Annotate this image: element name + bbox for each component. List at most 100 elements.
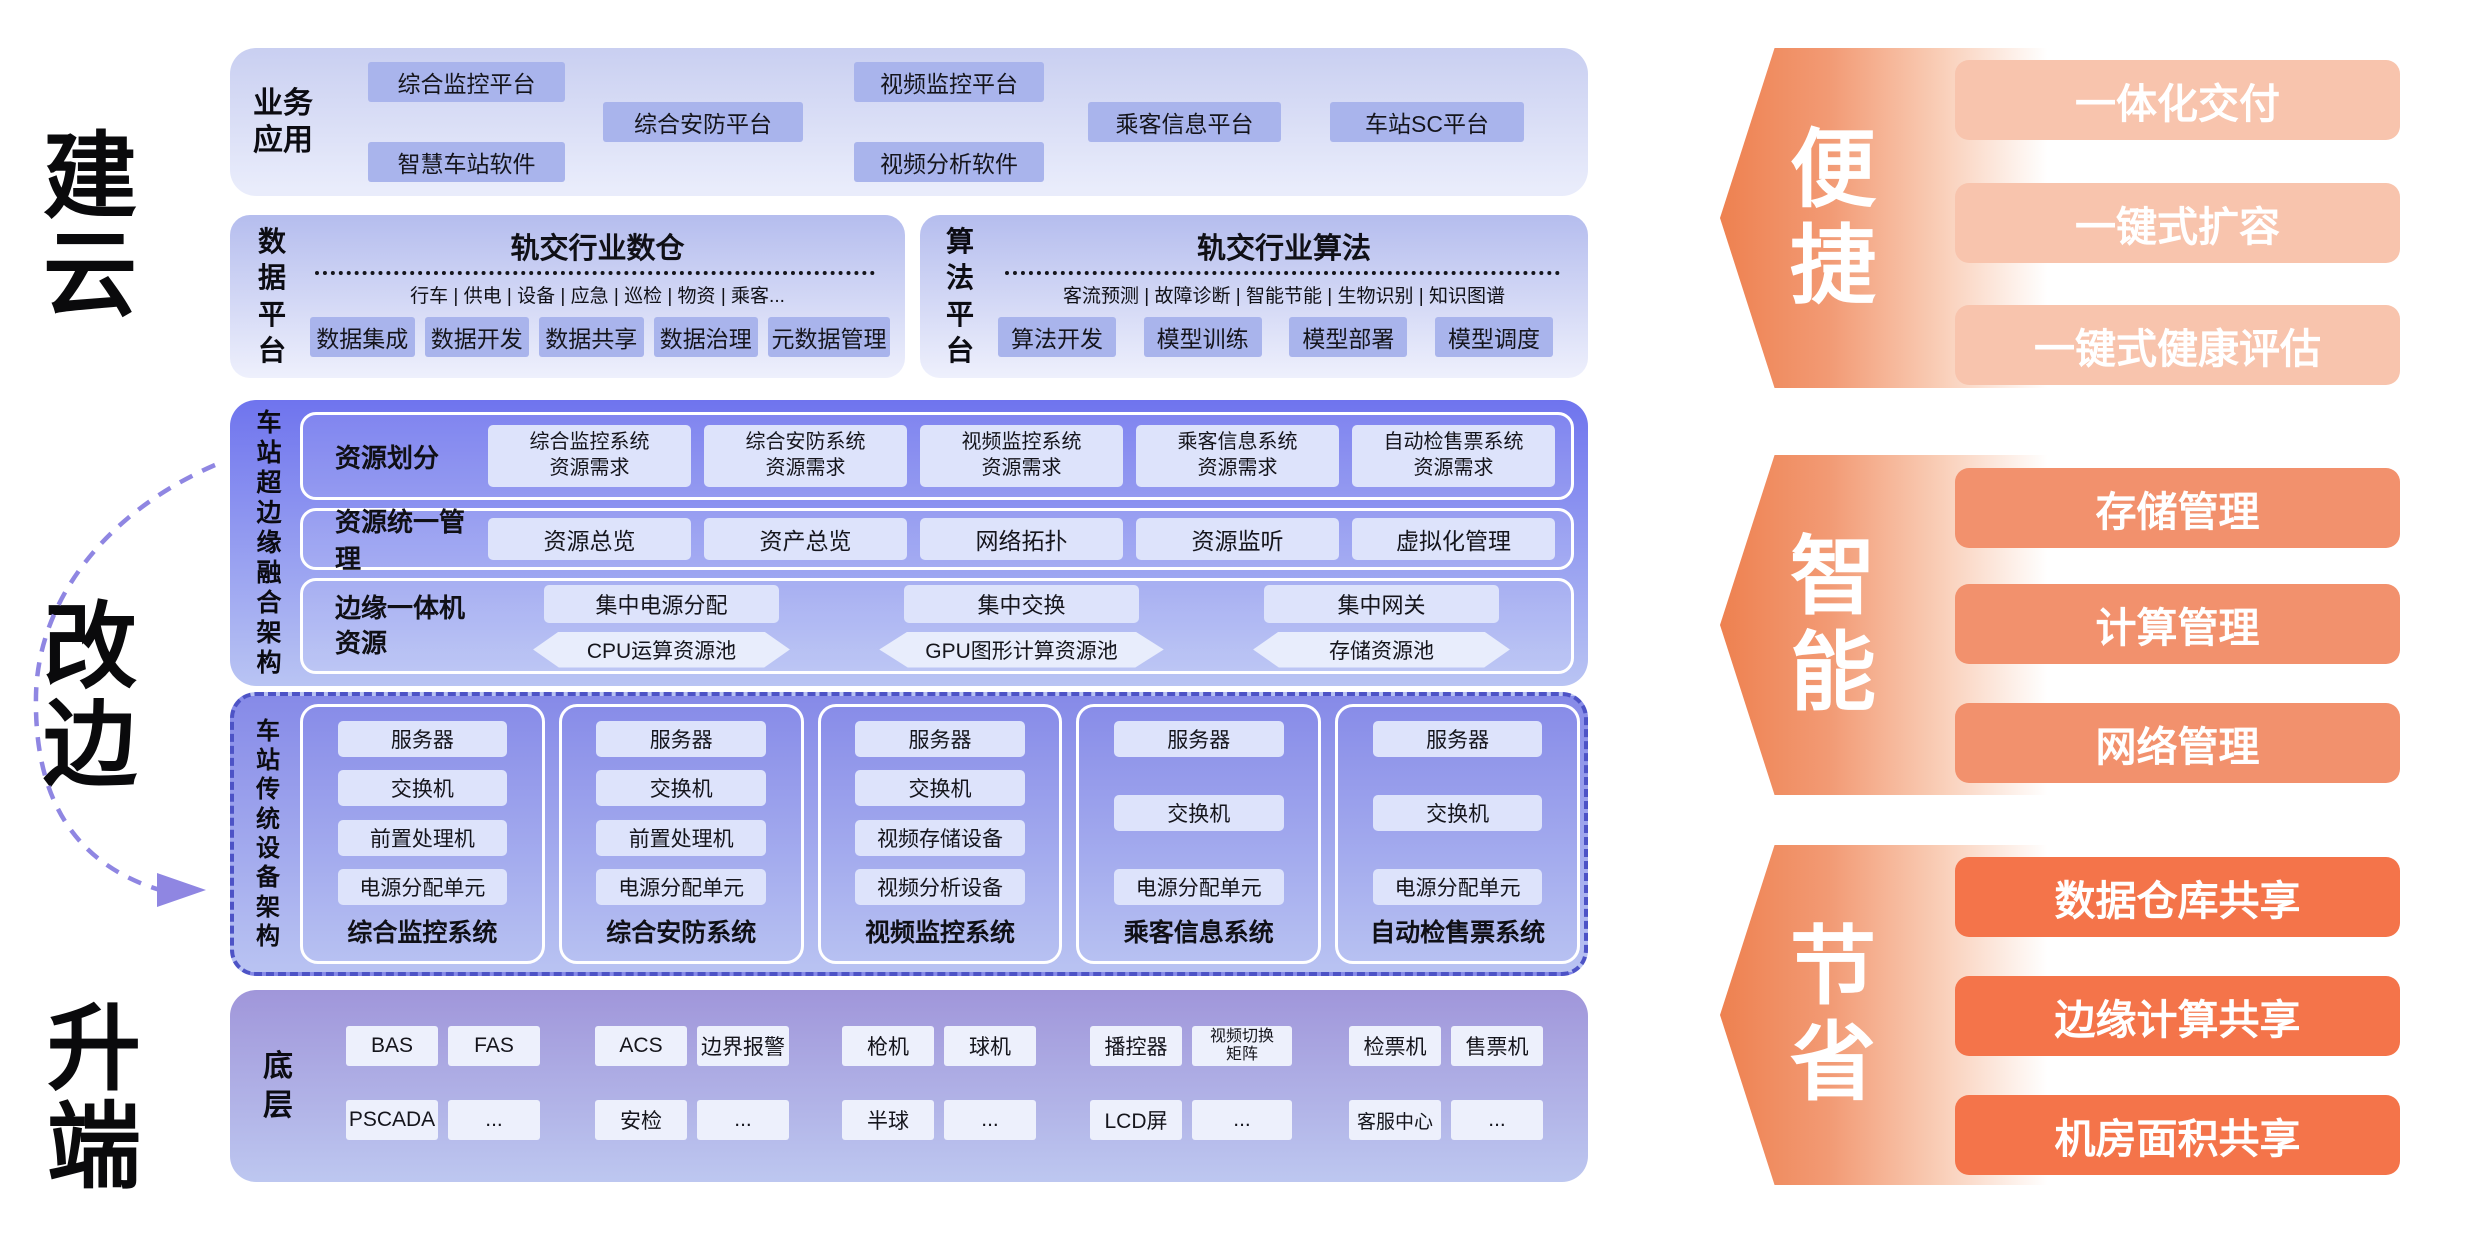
panel-title: 轨交行业数仓 <box>510 233 685 265</box>
algo-box: 模型调度 <box>1434 317 1553 357</box>
app-box: 乘客信息平台 <box>1088 102 1281 142</box>
mgmt-box: 资产总览 <box>704 518 907 560</box>
data-box: 数据共享 <box>539 317 644 357</box>
device-box: 服务器 <box>1372 721 1543 757</box>
device-box: 服务器 <box>596 721 766 757</box>
benefit-item: 网络管理 <box>1955 703 2400 783</box>
device-box: 服务器 <box>1114 721 1284 757</box>
resource-need-box: 综合监控系统资源需求 <box>488 425 691 487</box>
row-label: 资源划分 <box>335 442 440 473</box>
data-box: 数据开发 <box>424 317 530 357</box>
data-box: 数据集成 <box>310 317 415 357</box>
base-box: ACS <box>595 1026 687 1066</box>
app-box: 视频分析软件 <box>854 142 1044 182</box>
device-box: 交换机 <box>337 770 508 807</box>
benefit-item: 计算管理 <box>1955 584 2400 664</box>
base-box: 播控器 <box>1090 1026 1182 1066</box>
device-column: 服务器 交换机 电源分配单元 自动检售票系统 <box>1335 704 1580 964</box>
benefit-item: 一键式健康评估 <box>1955 305 2400 385</box>
section-side-label: 数据平台 <box>257 225 286 366</box>
app-box: 视频监控平台 <box>854 62 1044 102</box>
section-legacy-devices: 车站传统设备架构 服务器 交换机 前置处理机 电源分配单元 综合监控系统 服务器… <box>230 692 1588 976</box>
mgmt-box: 资源监听 <box>1136 518 1339 560</box>
benefit-panel-saving: 节省 数据仓库共享 边缘计算共享 机房面积共享 <box>1720 845 2402 1185</box>
device-box: 服务器 <box>337 721 508 757</box>
base-box: 安检 <box>595 1100 687 1140</box>
system-name: 综合监控系统 <box>347 919 498 947</box>
app-box: 智慧车站软件 <box>368 142 565 182</box>
base-box: ... <box>697 1100 789 1140</box>
section-base-layer: 底层 BAS FAS ACS 边界报警 枪机 球机 播控器 视频切换矩阵 检票机… <box>230 990 1588 1182</box>
base-box: ... <box>944 1100 1036 1140</box>
algo-box: 算法开发 <box>998 317 1116 357</box>
resource-need-box: 综合安防系统资源需求 <box>704 425 907 487</box>
device-box: 服务器 <box>855 721 1025 757</box>
base-box: PSCADA <box>346 1100 438 1140</box>
section-side-label: 车站传统设备架构 <box>256 717 280 950</box>
benefit-panel-intelligent: 智能 存储管理 计算管理 网络管理 <box>1720 455 2402 795</box>
row-label: 边缘一体机资源 <box>335 592 466 658</box>
device-box: 电源分配单元 <box>337 868 508 905</box>
device-column: 服务器 交换机 视频存储设备 视频分析设备 视频监控系统 <box>817 704 1063 964</box>
app-box: 综合监控平台 <box>368 62 565 102</box>
base-box: FAS <box>448 1026 540 1066</box>
base-box: 检票机 <box>1349 1026 1441 1066</box>
base-box: ... <box>1451 1100 1543 1140</box>
device-box: 电源分配单元 <box>1372 869 1543 905</box>
panel-title: 轨交行业算法 <box>1196 233 1371 265</box>
base-box: 客服中心 <box>1349 1100 1441 1140</box>
stage-label-transform-edge: 改边 <box>42 594 137 797</box>
edge-aio-row: 边缘一体机资源 集中电源分配 CPU运算资源池 集中交换 GPU图形计算资源池 … <box>300 578 1574 674</box>
app-box: 车站SC平台 <box>1330 102 1524 142</box>
app-box: 综合安防平台 <box>603 102 803 142</box>
resource-need-box: 乘客信息系统资源需求 <box>1136 425 1339 487</box>
benefit-item: 一键式扩容 <box>1955 183 2400 263</box>
device-column: 服务器 交换机 前置处理机 电源分配单元 综合监控系统 <box>300 704 545 964</box>
section-algo-platform: 算法平台 轨交行业算法 客流预测 | 故障诊断 | 智能节能 | 生物识别 | … <box>920 215 1588 378</box>
storage-pool: 存储资源池 <box>1253 631 1510 668</box>
device-box: 电源分配单元 <box>1114 869 1284 905</box>
aio-column: 集中电源分配 CPU运算资源池 <box>488 584 835 668</box>
stage-label-build-cloud: 建云 <box>42 124 137 327</box>
device-box: 视频分析设备 <box>855 868 1025 905</box>
stage-label-upgrade-terminal: 升端 <box>46 996 141 1199</box>
device-box: 交换机 <box>1372 795 1543 831</box>
system-name: 乘客信息系统 <box>1123 919 1274 947</box>
base-box: BAS <box>346 1026 438 1066</box>
cpu-pool: CPU运算资源池 <box>533 631 790 668</box>
resource-partition-row: 资源划分 综合监控系统资源需求 综合安防系统资源需求 视频监控系统资源需求 乘客… <box>300 412 1574 500</box>
data-box: 数据治理 <box>653 317 759 357</box>
base-box: 售票机 <box>1451 1026 1543 1066</box>
aio-box: 集中网关 <box>1263 584 1500 623</box>
benefit-label: 节省 <box>1790 918 1876 1111</box>
resource-need-box: 视频监控系统资源需求 <box>920 425 1123 487</box>
device-column: 服务器 交换机 电源分配单元 乘客信息系统 <box>1076 704 1322 964</box>
dashed-divider <box>1005 271 1560 275</box>
benefit-item: 数据仓库共享 <box>1955 857 2400 937</box>
base-box: ... <box>448 1100 540 1140</box>
section-business-apps: 业务应用 综合监控平台 视频监控平台 综合安防平台 乘客信息平台 车站SC平台 … <box>230 48 1588 196</box>
dashed-divider <box>315 271 875 275</box>
panel-tags: 客流预测 | 故障诊断 | 智能节能 | 生物识别 | 知识图谱 <box>1063 286 1505 307</box>
device-box: 前置处理机 <box>596 819 766 856</box>
benefit-label: 便捷 <box>1790 121 1876 314</box>
mgmt-box: 网络拓扑 <box>920 518 1123 560</box>
edge-migration-arrow <box>33 462 216 907</box>
system-name: 综合安防系统 <box>606 919 757 947</box>
row-label: 资源统一管理 <box>335 507 466 574</box>
aio-box: 集中交换 <box>903 584 1140 623</box>
benefit-item: 存储管理 <box>1955 468 2400 548</box>
resource-need-box: 自动检售票系统资源需求 <box>1352 425 1555 487</box>
resource-management-row: 资源统一管理 资源总览 资产总览 网络拓扑 资源监听 虚拟化管理 <box>300 507 1574 574</box>
device-box: 交换机 <box>1114 795 1284 831</box>
device-box: 交换机 <box>596 770 766 807</box>
base-box: 边界报警 <box>697 1026 789 1066</box>
section-hyper-edge: 车站超边缘融合架构 资源划分 综合监控系统资源需求 综合安防系统资源需求 视频监… <box>230 400 1588 686</box>
data-box: 元数据管理 <box>768 317 890 357</box>
device-box: 前置处理机 <box>337 819 508 856</box>
base-box: ... <box>1192 1100 1292 1140</box>
base-box: 视频切换矩阵 <box>1192 1026 1292 1066</box>
benefit-panel-convenient: 便捷 一体化交付 一键式扩容 一键式健康评估 <box>1720 48 2402 388</box>
device-column: 服务器 交换机 前置处理机 电源分配单元 综合安防系统 <box>558 704 804 964</box>
section-side-label: 算法平台 <box>945 225 974 366</box>
